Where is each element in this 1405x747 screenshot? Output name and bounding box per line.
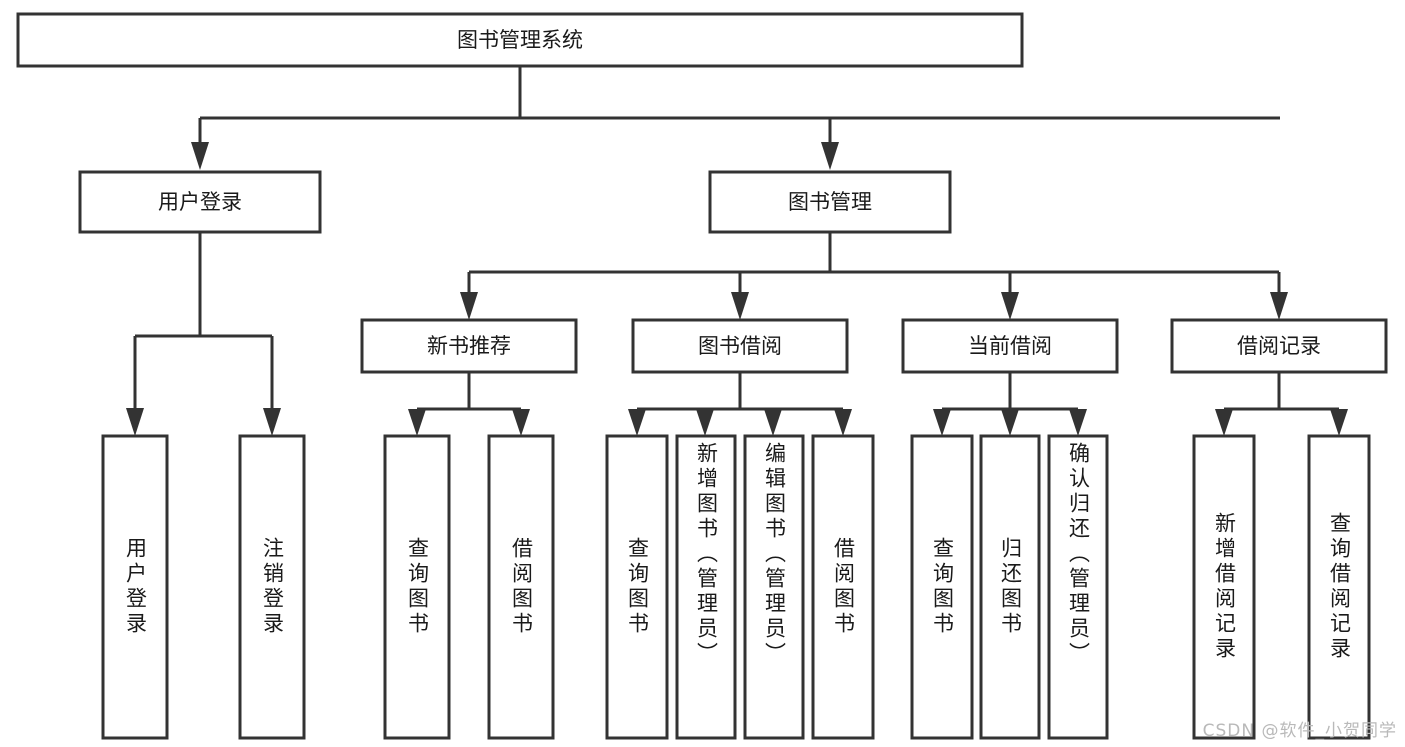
leaf-box-confirm-return[interactable] [1047, 434, 1109, 740]
node-current-borrow-label: 当前借阅 [968, 334, 1052, 358]
leaf-box-query-book-2[interactable] [605, 434, 669, 740]
connector-user-login-to-leaves [126, 232, 281, 436]
leaf-box-logout[interactable] [238, 434, 306, 740]
connector-borrow-record-to-leaves [1215, 372, 1348, 436]
arrow-head-leaf-edit-book [764, 409, 782, 436]
node-current-borrow-box[interactable] [901, 318, 1119, 374]
leaf-box-add-record[interactable] [1192, 434, 1256, 740]
arrow-head-leaf-query-record [1330, 409, 1348, 436]
arrow-head-current-borrow [1001, 292, 1019, 320]
arrow-head-leaf-query-book-1 [408, 409, 426, 436]
connector-root-to-level2 [191, 66, 1280, 170]
arrow-head-leaf-logout [263, 408, 281, 436]
arrow-head-new-book-recommend [460, 292, 478, 320]
arrow-head-user-login [191, 142, 209, 170]
arrow-head-book-borrow [731, 292, 749, 320]
node-book-borrow-box[interactable] [631, 318, 849, 374]
leaf-box-query-book-1[interactable] [383, 434, 451, 740]
csdn-watermark: CSDN @软件_小贺同学 [1202, 721, 1397, 741]
node-user-login-label: 用户登录 [158, 190, 242, 214]
connector-current-borrow-to-leaves [933, 372, 1087, 436]
arrow-head-leaf-borrow-book-2 [834, 409, 852, 436]
node-book-manage-label: 图书管理 [788, 190, 872, 214]
node-new-book-recommend-box[interactable] [360, 318, 578, 374]
arrow-head-leaf-confirm-return [1069, 409, 1087, 436]
node-current-borrow[interactable]: 当前借阅 [901, 318, 1119, 374]
node-new-book-recommend[interactable]: 新书推荐 [360, 318, 578, 374]
connector-new-book-recommend-to-leaves [408, 372, 530, 436]
node-book-manage[interactable]: 图书管理 [708, 170, 952, 234]
arrow-head-leaf-query-book-2 [628, 409, 646, 436]
node-root-label: 图书管理系统 [457, 28, 583, 52]
node-book-borrow[interactable]: 图书借阅 [631, 318, 849, 374]
leaf-box-user-login[interactable] [101, 434, 169, 740]
node-borrow-record-label: 借阅记录 [1237, 334, 1321, 358]
node-user-login[interactable]: 用户登录 [78, 170, 322, 234]
arrow-head-borrow-record [1270, 292, 1288, 320]
leaf-box-query-book-3[interactable] [910, 434, 974, 740]
arrow-head-leaf-add-book [696, 409, 714, 436]
leaf-box-edit-book[interactable] [743, 434, 805, 740]
node-borrow-record[interactable]: 借阅记录 [1170, 318, 1388, 374]
leaf-box-add-book[interactable] [675, 434, 737, 740]
leaf-box-borrow-book-2[interactable] [811, 434, 875, 740]
leaf-box-return-book[interactable] [979, 434, 1041, 740]
node-book-borrow-label: 图书借阅 [698, 334, 782, 358]
node-root[interactable]: 图书管理系统 [16, 12, 1024, 68]
arrow-head-leaf-user-login [126, 408, 144, 436]
leaf-box-query-record[interactable] [1307, 434, 1371, 740]
arrow-head-leaf-add-record [1215, 409, 1233, 436]
arrow-head-book-manage [821, 142, 839, 170]
arrow-head-leaf-borrow-book-1 [512, 409, 530, 436]
node-borrow-record-box[interactable] [1170, 318, 1388, 374]
node-root-box[interactable] [16, 12, 1024, 68]
node-book-manage-box[interactable] [708, 170, 952, 234]
leaf-box-borrow-book-1[interactable] [487, 434, 555, 740]
connector-book-manage-to-level3 [460, 232, 1288, 320]
arrow-head-leaf-query-book-3 [933, 409, 951, 436]
connector-book-borrow-to-leaves [628, 372, 852, 436]
node-new-book-recommend-label: 新书推荐 [427, 334, 511, 358]
arrow-head-leaf-return-book [1001, 409, 1019, 436]
